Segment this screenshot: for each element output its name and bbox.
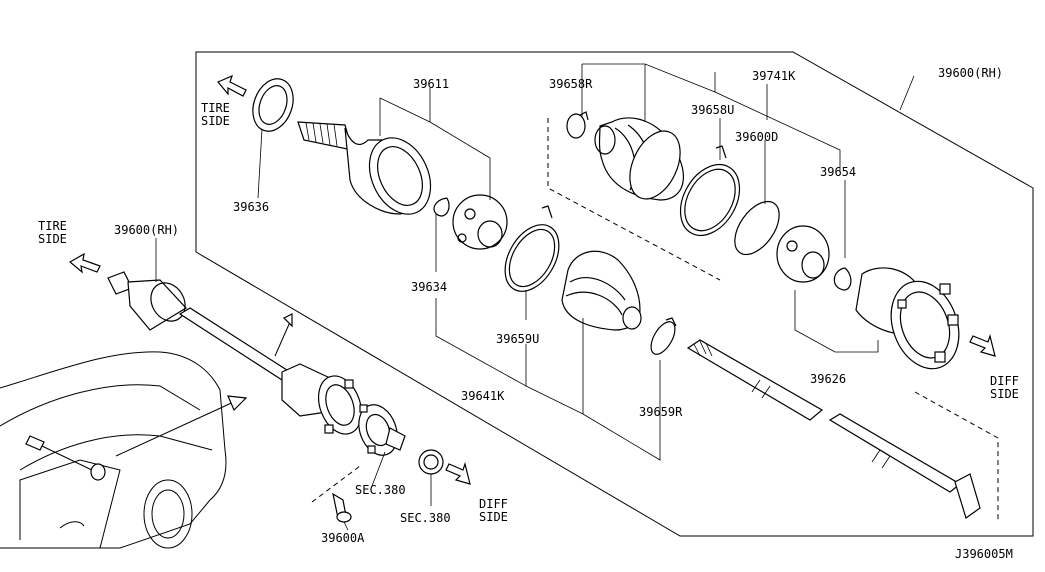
side-labels: TIRE SIDE TIRE SIDE DIFF SIDE DIFF SIDE <box>38 101 1019 524</box>
up-arrow-shaft <box>274 321 291 357</box>
tire-side-top-line2: SIDE <box>201 114 230 128</box>
label-sec380-b[interactable]: SEC.380 <box>400 511 451 525</box>
tire-side-arrow-top <box>217 74 247 97</box>
label-39741K[interactable]: 39741K <box>752 69 796 83</box>
label-39659U[interactable]: 39659U <box>496 332 539 346</box>
snap-ring-39636[interactable] <box>246 73 300 199</box>
outer-boot-39641K[interactable] <box>561 250 642 331</box>
inner-joint-housing-39626[interactable] <box>855 267 970 378</box>
leader-sec380-a <box>371 451 386 487</box>
label-sec380-a[interactable]: SEC.380 <box>355 483 406 497</box>
vehicle-location-illustration <box>0 351 227 549</box>
label-39600RH-top[interactable]: 39600(RH) <box>938 66 1003 80</box>
label-39654[interactable]: 39654 <box>820 165 856 179</box>
part-number-labels: 39611 39658R 39741K 39600(RH) 39658U 396… <box>114 66 1003 545</box>
seal-ring-39600D[interactable] <box>726 194 788 263</box>
label-39636[interactable]: 39636 <box>233 200 269 214</box>
label-39626[interactable]: 39626 <box>810 372 846 386</box>
inner-race-inner-joint[interactable] <box>776 225 830 283</box>
location-arrow <box>115 399 239 457</box>
direction-arrows <box>68 74 996 485</box>
inner-race-outer-joint[interactable] <box>452 194 508 250</box>
diff-side-right-line1: DIFF <box>990 374 1019 388</box>
figure-code: J396005M <box>955 547 1013 561</box>
label-39659R[interactable]: 39659R <box>639 405 683 419</box>
diff-side-arrow-bottom <box>445 461 471 485</box>
bolt-39600A[interactable] <box>332 492 352 531</box>
label-39634[interactable]: 39634 <box>411 280 447 294</box>
guide-lines <box>311 118 999 522</box>
boot-band-39658R[interactable] <box>566 111 589 139</box>
label-39641K[interactable]: 39641K <box>461 389 505 403</box>
label-39658R[interactable]: 39658R <box>549 77 593 91</box>
tire-side-arrow-left <box>68 252 101 274</box>
oil-seal-sec380[interactable] <box>418 449 444 506</box>
leader-lines <box>379 63 915 461</box>
diff-side-flange[interactable] <box>352 399 406 460</box>
tire-side-left-line2: SIDE <box>38 232 67 246</box>
circlip-39634[interactable] <box>433 197 450 217</box>
circlip-39654[interactable] <box>833 267 852 291</box>
label-39600A[interactable]: 39600A <box>321 531 365 545</box>
diff-side-bottom-line1: DIFF <box>479 497 508 511</box>
boot-band-39659R[interactable] <box>646 317 680 358</box>
tire-side-left-line1: TIRE <box>38 219 67 233</box>
assembled-drive-shaft[interactable] <box>107 271 369 440</box>
outer-joint-assembly-39611[interactable] <box>297 121 442 224</box>
diff-side-arrow-right <box>969 333 996 357</box>
label-39658U[interactable]: 39658U <box>691 103 734 117</box>
boot-band-39659U[interactable] <box>494 205 570 301</box>
inner-boot-39741K[interactable] <box>594 117 690 207</box>
label-39611[interactable]: 39611 <box>413 77 449 91</box>
label-39600RH-left[interactable]: 39600(RH) <box>114 223 179 237</box>
boot-band-39658U[interactable] <box>668 145 751 246</box>
diff-side-right-line2: SIDE <box>990 387 1019 401</box>
exploded-view-frame <box>195 51 1034 537</box>
diff-side-bottom-line2: SIDE <box>479 510 508 524</box>
inner-shaft[interactable] <box>686 339 981 519</box>
tire-side-top-line1: TIRE <box>201 101 230 115</box>
label-39600D[interactable]: 39600D <box>735 130 778 144</box>
